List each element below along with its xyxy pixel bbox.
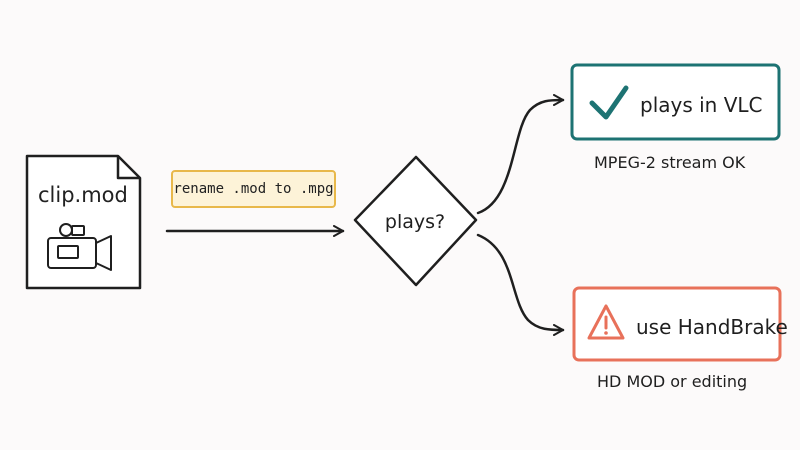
success-caption: MPEG-2 stream OK bbox=[594, 153, 746, 172]
decision-label: plays? bbox=[384, 211, 446, 233]
file-name-label: clip.mod bbox=[38, 183, 128, 207]
checkmark-icon bbox=[589, 85, 629, 120]
warning-icon bbox=[587, 304, 625, 340]
camcorder-icon bbox=[47, 223, 112, 271]
success-label: plays in VLC bbox=[640, 93, 763, 117]
rename-step-label: rename .mod to .mpg bbox=[171, 170, 336, 208]
arrow-to-success bbox=[476, 94, 565, 215]
decision-diamond bbox=[353, 155, 478, 287]
arrow-to-fallback bbox=[476, 233, 565, 336]
fallback-box bbox=[572, 286, 782, 362]
fallback-label: use HandBrake bbox=[636, 315, 788, 339]
success-box bbox=[570, 63, 781, 141]
fallback-caption: HD MOD or editing bbox=[597, 372, 748, 391]
file-corner-fold bbox=[116, 156, 140, 180]
